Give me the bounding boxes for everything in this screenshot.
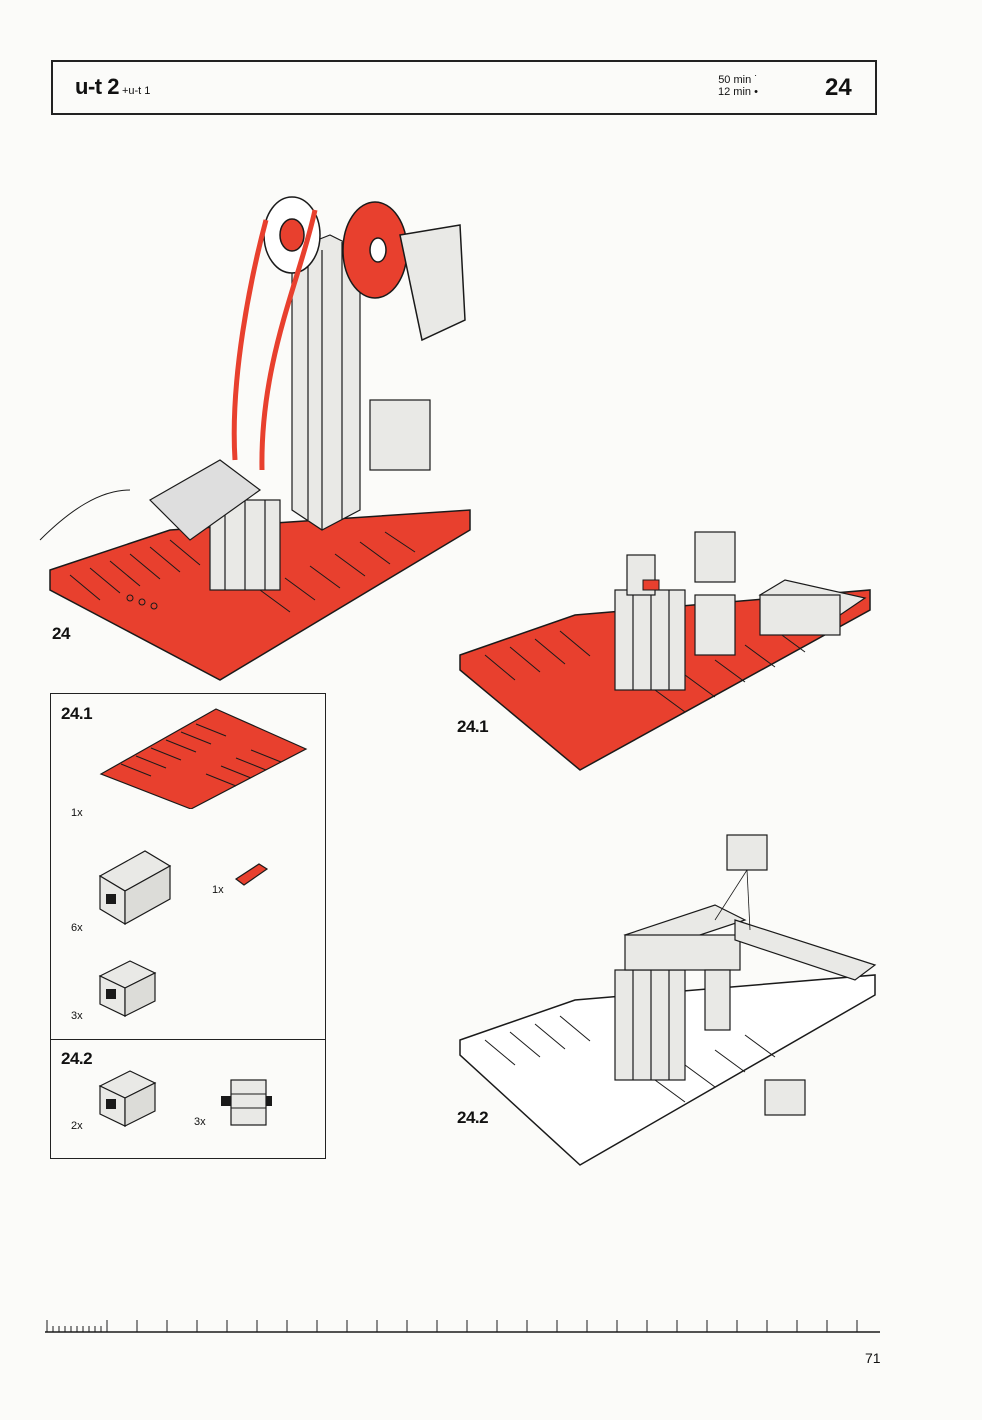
build-times: 50 min ˙ 12 min • (718, 74, 758, 98)
page-number: 71 (865, 1350, 881, 1366)
build-time-2: 12 min (718, 86, 752, 98)
measurement-ruler (45, 1320, 880, 1333)
time-marker-1: ˙ (754, 74, 758, 86)
red-baseplate-part (99, 708, 308, 809)
build-time-1: 50 min (718, 74, 752, 86)
red-small-piece-part (234, 863, 269, 886)
parts-section-2-title: 24.2 (61, 1049, 93, 1068)
series-title: u-t 2+u-t 1 (75, 74, 150, 100)
figure-label-24-2: 24.2 (457, 1108, 489, 1127)
cable-drawing (39, 489, 131, 541)
step-24-2-illustration (459, 834, 877, 1166)
tower-drawing (149, 234, 431, 591)
qty-block-15-b: 2x (71, 1120, 83, 1132)
building-block-15-part (98, 960, 157, 1017)
parts-divider (51, 1039, 325, 1040)
series-sub-label: +u-t 1 (121, 85, 151, 97)
qty-red-piece: 1x (212, 884, 224, 896)
model-illustration (39, 196, 471, 681)
baseplate-drawing (49, 509, 471, 681)
step-header: u-t 2+u-t 1 50 min ˙ 12 min • 24 (51, 60, 877, 115)
building-block-30-part (98, 850, 172, 926)
time-marker-2: • (754, 86, 758, 98)
series-label: u-t 2 (75, 74, 119, 99)
parts-list: 24.1 1x 6x 1x 3x 24.2 2x (50, 693, 326, 1159)
figure-label-24-1: 24.1 (457, 717, 489, 736)
qty-baseplate: 1x (71, 807, 83, 819)
qty-block-30: 6x (71, 922, 83, 934)
qty-block-15: 3x (71, 1010, 83, 1022)
parts-section-1-title: 24.1 (61, 704, 93, 723)
qty-block-pin: 3x (194, 1116, 206, 1128)
wheel-drawing (231, 196, 466, 471)
figure-label-main: 24 (52, 624, 70, 643)
block-with-pin-part (221, 1079, 272, 1126)
step-number: 24 (825, 74, 852, 101)
building-block-15-part-2 (98, 1070, 157, 1127)
step-24-1-illustration (459, 531, 871, 771)
